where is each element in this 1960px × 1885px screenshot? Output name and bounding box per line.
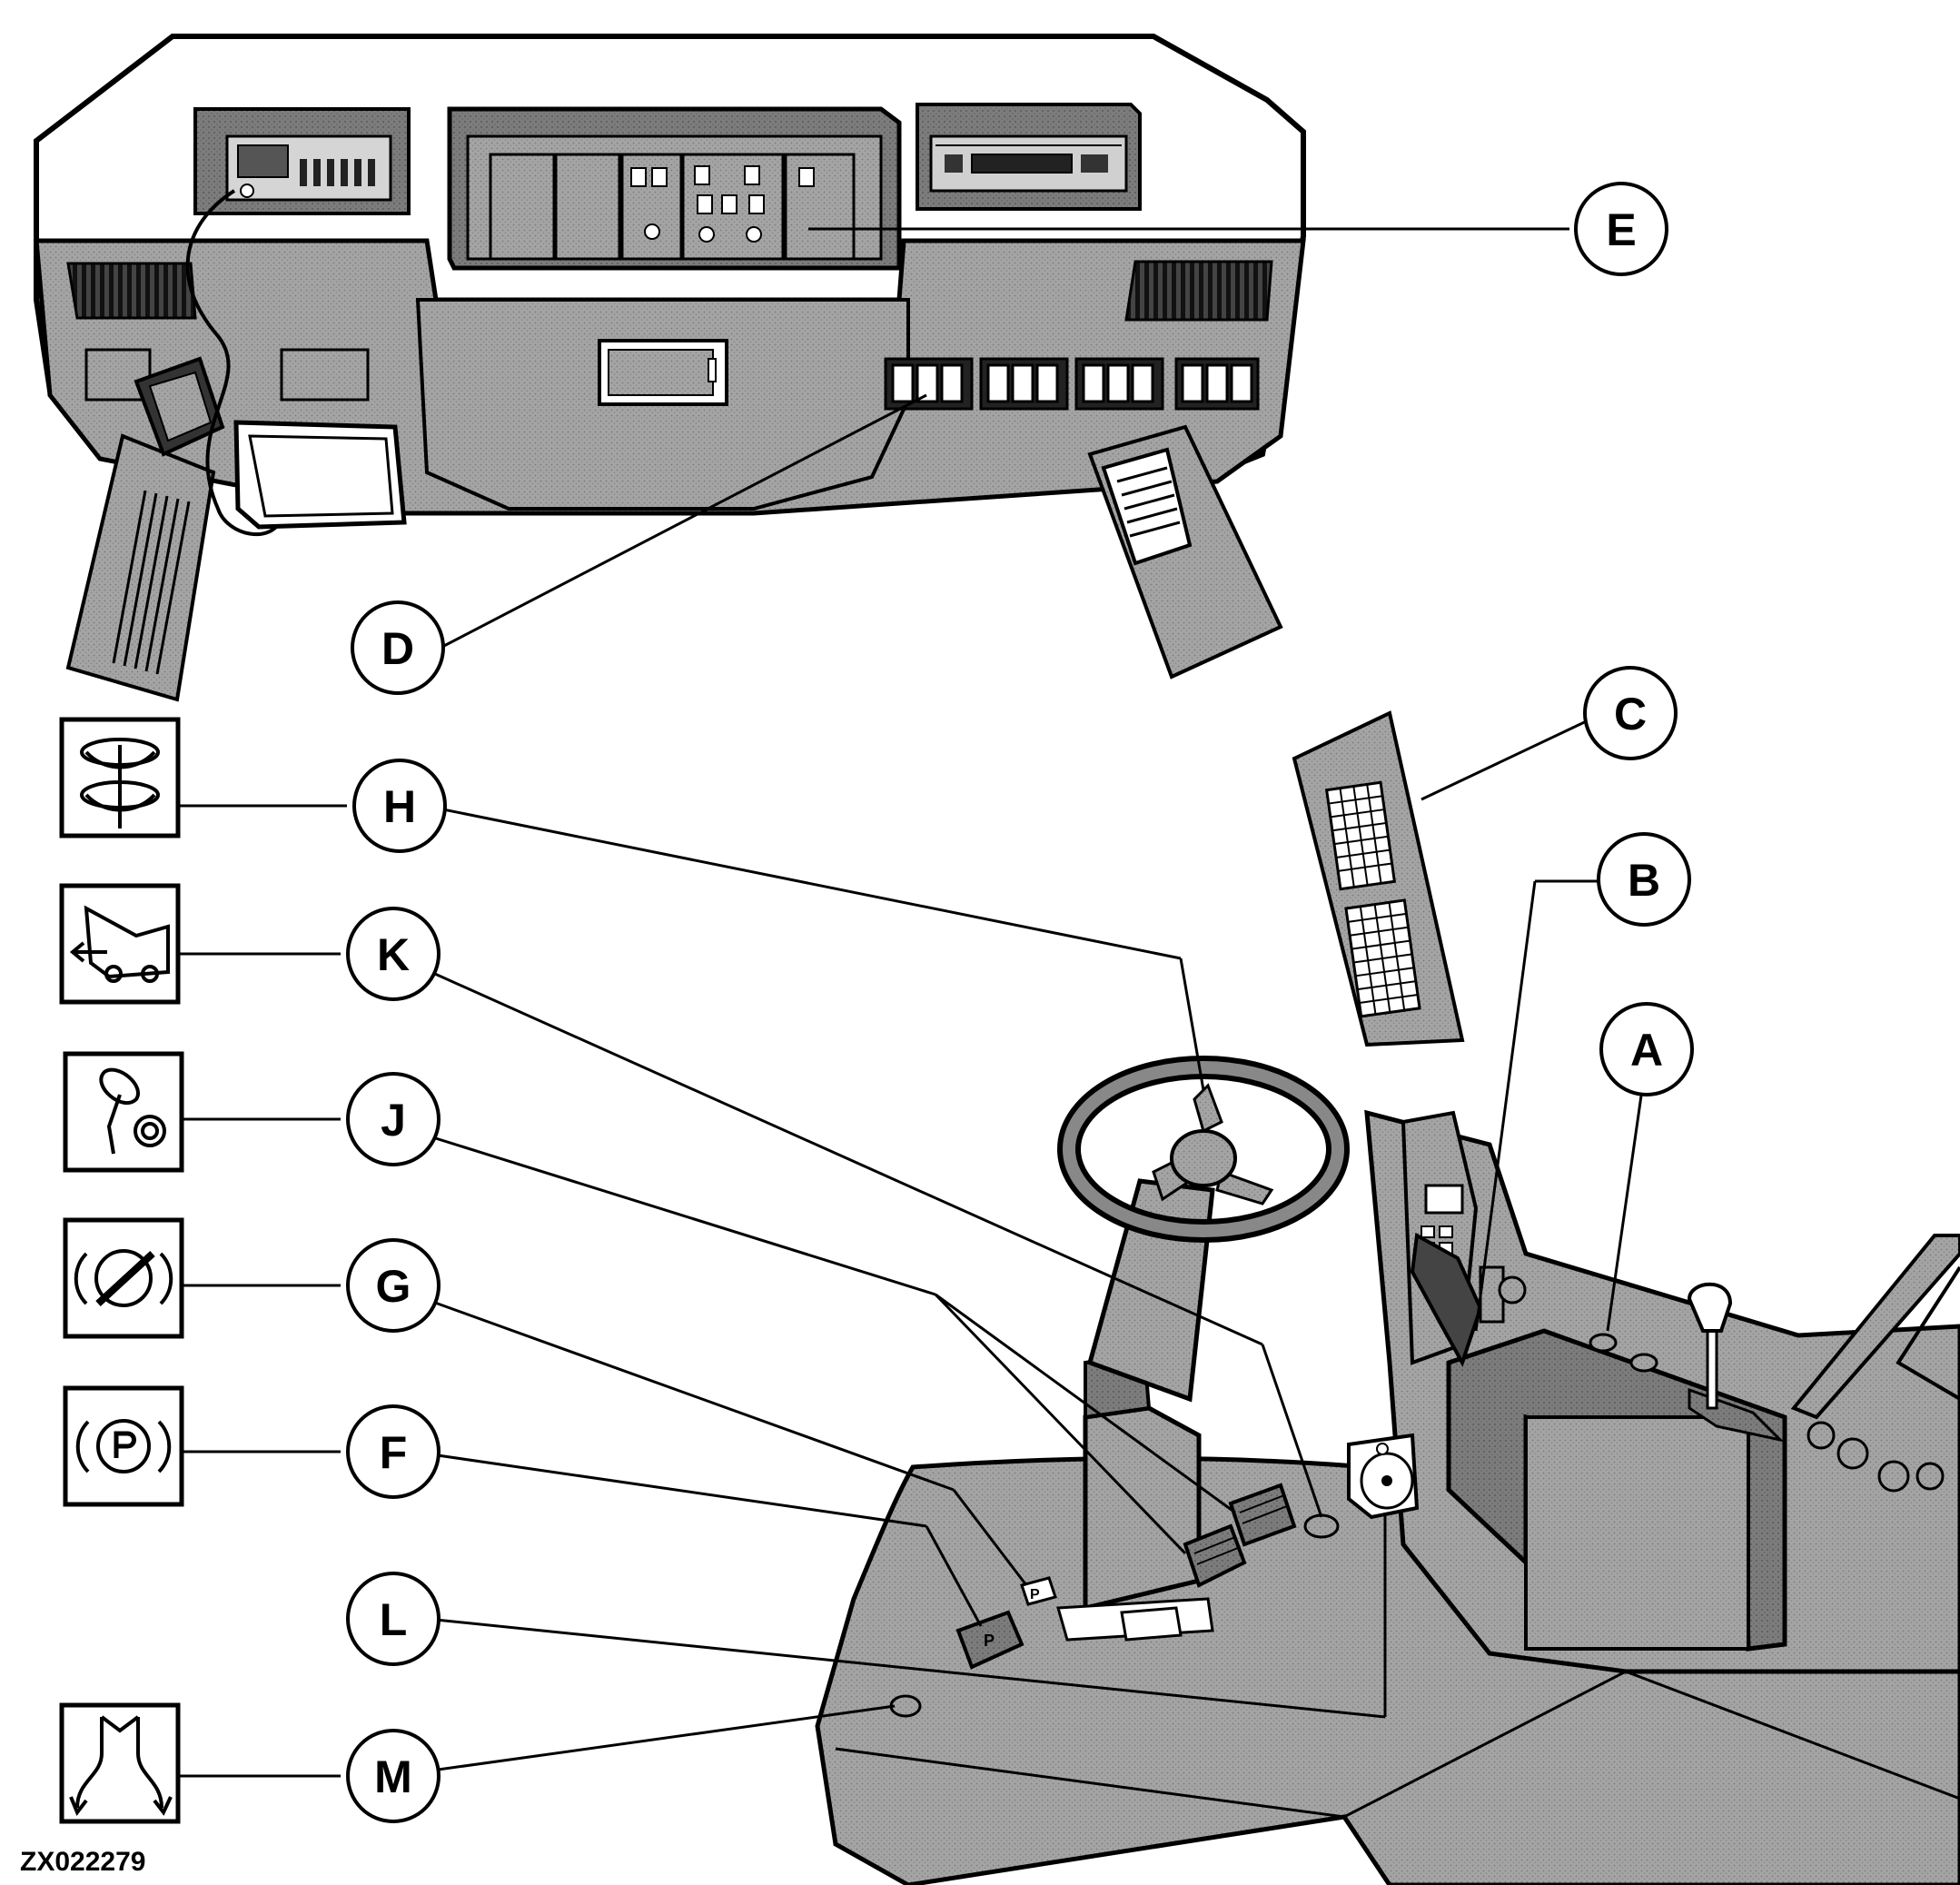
cb-microphone[interactable] bbox=[134, 189, 283, 536]
left-lower-panel-2 bbox=[280, 348, 370, 402]
left-a-pillar bbox=[65, 433, 216, 702]
callout-letter: K bbox=[377, 929, 410, 980]
multifunction-lever[interactable] bbox=[1410, 1232, 1527, 1367]
console-knobs[interactable] bbox=[1807, 1421, 1945, 1493]
callout-F: F bbox=[346, 1404, 441, 1499]
figure-code: ZX022279 bbox=[20, 1847, 146, 1877]
callout-G: G bbox=[346, 1238, 441, 1333]
harvest-reverse-floor-switch[interactable] bbox=[1303, 1513, 1340, 1539]
callout-C: C bbox=[1583, 666, 1678, 760]
callout-L: L bbox=[346, 1572, 441, 1666]
instrument-cluster bbox=[447, 106, 902, 271]
parking-release-tag: P bbox=[1020, 1576, 1057, 1606]
symbol-steering-column-adjust bbox=[59, 717, 181, 838]
symbol-hydraulic-lever bbox=[63, 1051, 184, 1173]
parking-brake-icon bbox=[75, 1419, 172, 1473]
left-air-vent[interactable] bbox=[66, 262, 197, 320]
callout-B: B bbox=[1597, 832, 1691, 927]
callout-letter: G bbox=[376, 1261, 411, 1312]
callout-letter: C bbox=[1614, 689, 1647, 739]
console-lcd bbox=[1424, 1184, 1464, 1215]
symbol-parking-brake bbox=[63, 1385, 184, 1507]
left-pillar-grille bbox=[112, 490, 191, 675]
hand-throttle[interactable] bbox=[1589, 1333, 1658, 1373]
symbol-spout-direction bbox=[59, 1702, 181, 1824]
callout-letter: H bbox=[383, 781, 416, 832]
steering-column-adjust-icon bbox=[80, 738, 160, 828]
gear-shift-lever[interactable] bbox=[1687, 1282, 1785, 1443]
callout-D: D bbox=[351, 600, 445, 695]
cab-floor: P P bbox=[815, 710, 1960, 1885]
callout-A: A bbox=[1599, 1002, 1694, 1096]
callout-E: E bbox=[1574, 182, 1668, 276]
callout-letter: F bbox=[380, 1427, 408, 1478]
callout-M: M bbox=[346, 1729, 441, 1823]
steering-wheel[interactable] bbox=[1057, 1056, 1350, 1243]
parking-pedal-letter: P bbox=[984, 1632, 995, 1650]
parking-tag-letter: P bbox=[1030, 1587, 1040, 1602]
callout-letter: M bbox=[374, 1751, 412, 1802]
callout-letter: E bbox=[1606, 204, 1636, 255]
cassette-player[interactable] bbox=[916, 103, 1142, 211]
console-armrest-pad bbox=[1524, 1415, 1750, 1651]
parking-brake-release-icon bbox=[74, 1249, 173, 1307]
rocker-switch-bank[interactable] bbox=[884, 357, 1260, 411]
brake-pedals[interactable] bbox=[1183, 1483, 1297, 1588]
callout-letter: L bbox=[380, 1594, 408, 1645]
rear-view-mirror[interactable] bbox=[233, 420, 407, 530]
leader-lines bbox=[178, 227, 1646, 1778]
right-window-frame bbox=[1790, 1234, 1960, 1420]
pressure-gauge-box bbox=[1347, 1433, 1420, 1520]
callout-K: K bbox=[346, 907, 441, 1001]
symbol-harvester-reverse bbox=[59, 883, 181, 1005]
radio-unit[interactable] bbox=[193, 107, 411, 215]
key-switch-panel[interactable] bbox=[1292, 710, 1465, 1047]
spout-direction-icon bbox=[69, 1715, 173, 1816]
callout-H: H bbox=[352, 759, 447, 853]
symbol-parking-brake-release bbox=[63, 1217, 184, 1339]
harvester-reverse-icon bbox=[69, 905, 170, 983]
parking-brake-pedal[interactable]: P bbox=[955, 1610, 1025, 1670]
callout-letter: A bbox=[1630, 1025, 1663, 1076]
hydraulic-lever-icon bbox=[99, 1067, 166, 1155]
callout-letter: D bbox=[381, 623, 414, 674]
spout-floor-switch[interactable] bbox=[889, 1694, 922, 1718]
callout-J: J bbox=[346, 1072, 441, 1166]
center-display bbox=[598, 339, 728, 406]
right-air-vent[interactable] bbox=[1124, 260, 1273, 322]
callout-letter: J bbox=[381, 1095, 406, 1146]
right-pillar-speaker bbox=[1101, 447, 1193, 566]
floor-lower-step bbox=[835, 1670, 1960, 1819]
callout-letter: B bbox=[1628, 855, 1660, 906]
rear-window-frame bbox=[1896, 1265, 1960, 1401]
dashboard bbox=[34, 34, 1306, 702]
